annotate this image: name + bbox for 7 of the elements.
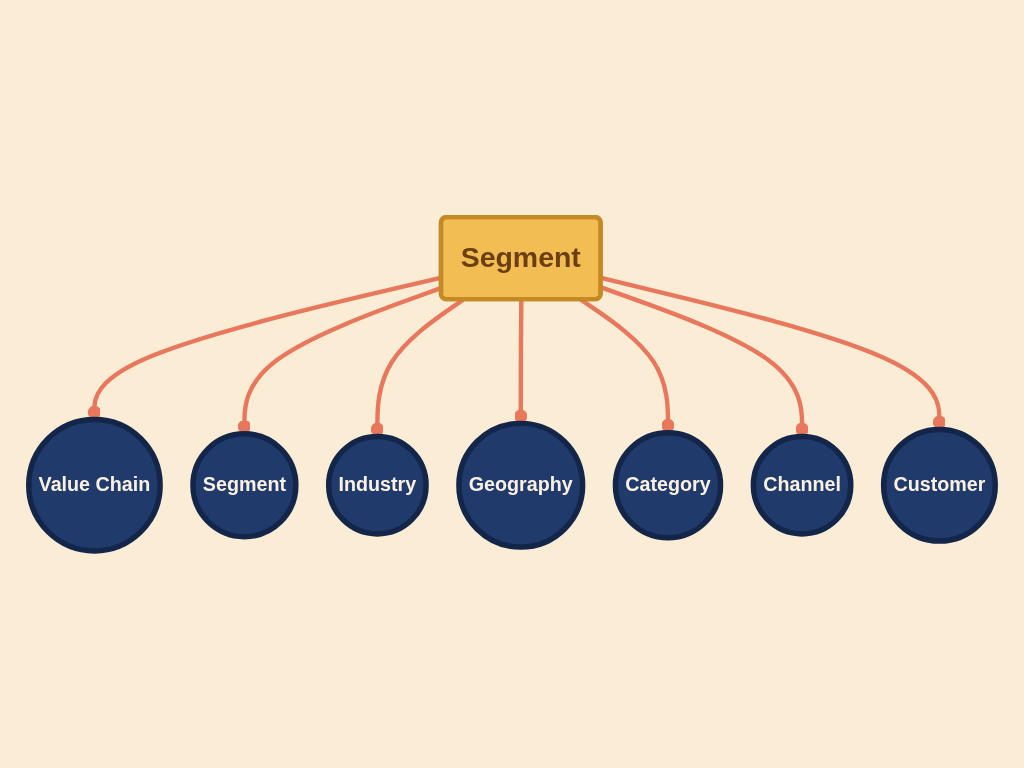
node-circle: Industry	[325, 433, 429, 537]
node-circle: Category	[612, 429, 724, 541]
node-circle: Channel	[750, 433, 854, 537]
node-circle: Customer	[880, 426, 998, 544]
node-circle: Geography	[456, 420, 586, 550]
node-circle: Value Chain	[26, 416, 163, 554]
node-circle: Segment	[190, 431, 299, 540]
